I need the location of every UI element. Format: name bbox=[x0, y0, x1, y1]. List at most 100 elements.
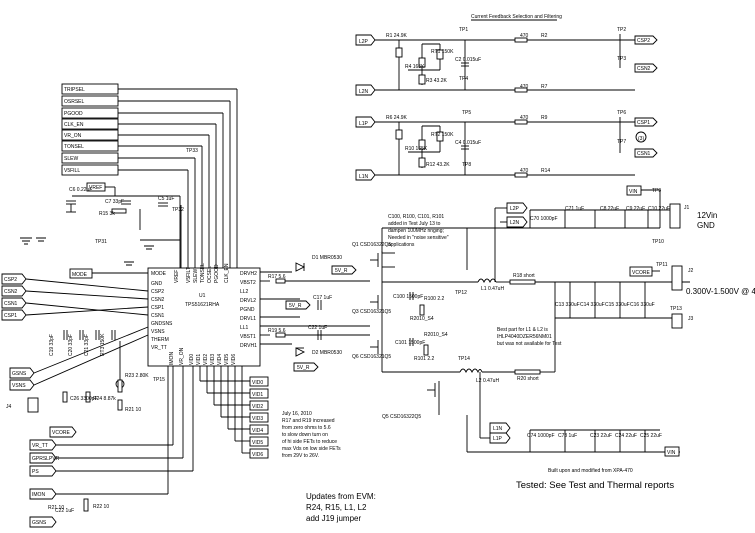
svg-text:PGOOD: PGOOD bbox=[64, 111, 83, 117]
svg-text:VBST1: VBST1 bbox=[240, 334, 256, 340]
tp33-label: TP33 bbox=[186, 148, 198, 154]
svg-text:R2010_S4: R2010_S4 bbox=[410, 316, 434, 322]
svg-text:TP3: TP3 bbox=[617, 56, 626, 62]
svg-text:TP12: TP12 bbox=[455, 290, 467, 296]
svg-text:R23 2.80K: R23 2.80K bbox=[125, 373, 149, 379]
svg-text:R24, R15, L1, L2: R24, R15, L1, L2 bbox=[306, 503, 367, 512]
svg-text:Needed in "noise sensitive": Needed in "noise sensitive" bbox=[388, 235, 449, 241]
svg-text:IMON: IMON bbox=[169, 352, 175, 365]
svg-text:GSNS: GSNS bbox=[12, 371, 27, 377]
svg-text:L1N: L1N bbox=[493, 426, 503, 432]
svg-text:C2 0.015uF: C2 0.015uF bbox=[455, 57, 481, 63]
svg-text:OCSEL: OCSEL bbox=[207, 266, 213, 283]
svg-text:5V_R: 5V_R bbox=[297, 365, 310, 371]
svg-text:CLK_EN: CLK_EN bbox=[224, 263, 230, 283]
svg-text:C10 22uF: C10 22uF bbox=[648, 206, 670, 212]
svg-text:C23 22uF: C23 22uF bbox=[590, 433, 612, 439]
svg-text:VR_TT: VR_TT bbox=[151, 345, 167, 351]
note-c100: C100, R100, C101, R101 added in Test Jul… bbox=[388, 214, 449, 248]
svg-text:C20 33pF: C20 33pF bbox=[68, 334, 74, 356]
power-sense-ports: L2P L2N L1N L1P bbox=[479, 202, 528, 444]
svg-text:C5 1uF: C5 1uF bbox=[158, 196, 174, 202]
ic-left-pins: MODE GND CSP2 CSN2 CSP1 CSN1 GNDSNS VSNS… bbox=[151, 271, 173, 351]
svg-text:RT3 150K: RT3 150K bbox=[100, 333, 106, 356]
svg-text:CSN1: CSN1 bbox=[4, 301, 18, 307]
sense-network: GSNS VSNS J4 C26 3300pF R24 8.87k VCORE bbox=[6, 326, 149, 438]
svg-text:L2P: L2P bbox=[359, 39, 369, 45]
therm-network: TP15 R23 2.80K R21 10 bbox=[115, 341, 165, 413]
svg-text:OSRSEL: OSRSEL bbox=[64, 99, 85, 105]
svg-text:TP7: TP7 bbox=[617, 139, 626, 145]
svg-text:J2: J2 bbox=[688, 268, 694, 274]
svg-text:12Vin: 12Vin bbox=[697, 211, 717, 220]
svg-text:R14: R14 bbox=[541, 168, 550, 174]
bootstrap-parts: R17 5.6 R19 5.6 D1 MBR0530 D2 MBR0530 5V… bbox=[268, 255, 357, 372]
svg-text:TP6: TP6 bbox=[617, 110, 626, 116]
svg-text:CSN2: CSN2 bbox=[637, 66, 651, 72]
svg-text:LL1: LL1 bbox=[240, 325, 249, 331]
svg-text:Q3 CSD16321Q5: Q3 CSD16321Q5 bbox=[352, 309, 391, 315]
svg-text:GPRSLPVR: GPRSLPVR bbox=[32, 456, 60, 462]
svg-text:Q5 CSD16322Q5: Q5 CSD16322Q5 bbox=[382, 414, 421, 420]
svg-text:VID4: VID4 bbox=[217, 354, 223, 365]
feedback-part-labels: R1 24.9K RT1 150K R4 165K R3 43.2K C2 0.… bbox=[386, 27, 626, 174]
svg-text:C17 1uF: C17 1uF bbox=[313, 295, 332, 301]
svg-text:VID5: VID5 bbox=[224, 354, 230, 365]
output-section: VCORE TP11 J2 0.300V-1.500V @ 48A J3 TP1… bbox=[455, 262, 755, 362]
mosfet-q6: Q6 CSD16321Q5 bbox=[352, 338, 391, 360]
resistor-r1 bbox=[395, 47, 403, 58]
ic-right-pins: DRVH2 VBST2 LL2 DRVL2 PGND DRVL1 LL1 VBS… bbox=[240, 271, 257, 349]
svg-text:GND: GND bbox=[697, 221, 715, 230]
svg-text:C71 1uF: C71 1uF bbox=[565, 206, 584, 212]
r18-label: R18 short bbox=[513, 273, 535, 279]
port-csn1-out: CSN1 bbox=[634, 148, 658, 158]
svg-text:LL2: LL2 bbox=[240, 289, 249, 295]
svg-text:GND: GND bbox=[151, 281, 163, 287]
svg-text:CSP1: CSP1 bbox=[637, 120, 650, 126]
svg-text:IMON: IMON bbox=[32, 492, 45, 498]
svg-text:to slow down turn on: to slow down turn on bbox=[282, 432, 328, 438]
svg-text:PGND: PGND bbox=[240, 307, 255, 313]
svg-text:VID0: VID0 bbox=[189, 354, 195, 365]
svg-text:5V_R: 5V_R bbox=[335, 268, 348, 274]
svg-text:R6 24.9K: R6 24.9K bbox=[386, 115, 408, 121]
svg-text:C8 22uF: C8 22uF bbox=[600, 206, 619, 212]
cs-filter-caps: C19 33pF C20 33pF C21 33pF RT3 150K bbox=[49, 330, 116, 356]
svg-text:TP1: TP1 bbox=[459, 27, 468, 33]
note-updates: Updates from EVM: R24, R15, L1, L2 add J… bbox=[306, 492, 376, 523]
imon-network: C22 1uF bbox=[55, 508, 74, 514]
vref-network: VREF C6 0.22uF C7 33pF R15 3k TP31 C5 1u… bbox=[66, 182, 184, 268]
svg-text:C16 330uF: C16 330uF bbox=[630, 302, 655, 308]
svg-text:R10 165K: R10 165K bbox=[405, 146, 428, 152]
feedback-title: Current Feedback Selection and Filtering bbox=[471, 14, 562, 20]
svg-text:TP32: TP32 bbox=[172, 207, 184, 213]
svg-text:VR_ON: VR_ON bbox=[179, 347, 185, 365]
svg-text:C22 1uF: C22 1uF bbox=[55, 508, 74, 514]
svg-text:CSN1: CSN1 bbox=[151, 313, 165, 319]
svg-text:L2N: L2N bbox=[359, 89, 369, 95]
svg-text:R15 3k: R15 3k bbox=[99, 211, 115, 217]
gate-drive-wires bbox=[260, 271, 370, 345]
svg-text:CSN2: CSN2 bbox=[4, 289, 18, 295]
svg-text:J1: J1 bbox=[684, 205, 690, 211]
svg-text:max Vds on low side FETs: max Vds on low side FETs bbox=[282, 446, 341, 452]
svg-text:C7 33pF: C7 33pF bbox=[105, 199, 124, 205]
svg-text:VCORE: VCORE bbox=[632, 270, 650, 276]
svg-text:dampen 100MHz ringing;: dampen 100MHz ringing; bbox=[388, 228, 444, 234]
connector-j1: J1 12Vin GND bbox=[660, 203, 717, 230]
svg-text:R12 43.2K: R12 43.2K bbox=[426, 162, 450, 168]
svg-text:C22 1uF: C22 1uF bbox=[308, 325, 327, 331]
svg-text:TP31: TP31 bbox=[95, 239, 107, 245]
svg-text:R4 165K: R4 165K bbox=[405, 64, 425, 70]
left-signal-labels: TRIPSEL OSRSEL PGOOD CLK_EN VR_ON TONSEL… bbox=[61, 83, 119, 176]
r20-label: R20 short bbox=[517, 376, 539, 382]
svg-text:Best part for L1 & L2 is: Best part for L1 & L2 is bbox=[497, 327, 548, 333]
svg-text:TP5: TP5 bbox=[462, 110, 471, 116]
svg-text:of hi side FETs to reduce: of hi side FETs to reduce bbox=[282, 439, 337, 445]
port-l1p: L1P bbox=[355, 116, 376, 128]
svg-text:from zero ohms to 5.6: from zero ohms to 5.6 bbox=[282, 425, 331, 431]
input-caps-bottom: C74 1000pF C73 1uF C23 22uF C24 22uF C25… bbox=[527, 429, 680, 457]
svg-text:VID1: VID1 bbox=[196, 354, 202, 365]
svg-text:470: 470 bbox=[520, 84, 529, 90]
svg-text:L2P: L2P bbox=[510, 206, 520, 212]
